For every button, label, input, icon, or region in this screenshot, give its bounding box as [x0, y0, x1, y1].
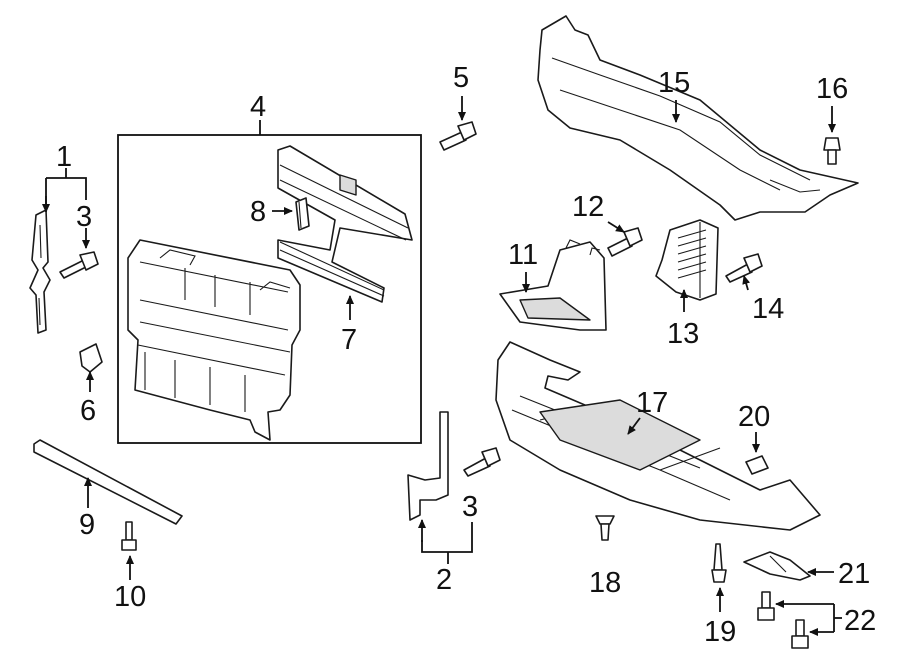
part-16-bolt [823, 137, 841, 165]
callout-17: 17 [636, 387, 668, 419]
part-3-bolt-center [463, 447, 501, 477]
callout-7: 7 [341, 324, 357, 356]
callout-14: 14 [752, 293, 784, 325]
callout-22: 22 [844, 605, 876, 637]
part-13-vent-housing [655, 219, 719, 301]
leader-2-bracket [421, 522, 473, 553]
callout-11: 11 [508, 239, 538, 271]
part-14-bolt [725, 253, 763, 283]
part-11-air-duct [499, 239, 607, 331]
callout-2: 2 [436, 564, 452, 596]
part-22-bolts [757, 591, 809, 649]
part-3-bolt-left [59, 251, 99, 279]
leader-14 [742, 275, 751, 291]
part-19-stud [711, 543, 727, 583]
callout-1: 1 [56, 141, 72, 173]
part-20-clip [745, 455, 769, 475]
callout-12: 12 [572, 191, 604, 223]
callout-3a: 3 [76, 201, 92, 233]
part-9-seal-strip [33, 439, 183, 525]
part-10-bolt [121, 521, 137, 551]
callout-6: 6 [80, 395, 96, 427]
part-21-bracket [743, 551, 811, 581]
part-7-shutter-blades [277, 145, 413, 303]
part-1-bracket [29, 209, 51, 334]
callout-21: 21 [838, 558, 870, 590]
assembly-box-4 [117, 134, 422, 444]
callout-20: 20 [738, 401, 770, 433]
part-2-bracket [407, 411, 449, 521]
part-15-upper-deflector [537, 15, 859, 221]
callout-16: 16 [816, 73, 848, 105]
part-6-nut [79, 343, 103, 373]
callout-15: 15 [658, 67, 690, 99]
part-8-clip [295, 197, 310, 231]
callout-5: 5 [453, 62, 469, 94]
callout-4: 4 [250, 91, 266, 123]
leader-12 [607, 221, 625, 233]
callout-19: 19 [704, 616, 736, 648]
part-18-push-rivet [595, 515, 615, 541]
callout-13: 13 [667, 318, 699, 350]
callout-8: 8 [250, 196, 266, 228]
part-4-shutter-frame [127, 239, 301, 441]
callout-9: 9 [79, 509, 95, 541]
callout-10: 10 [114, 581, 146, 613]
leader-17 [627, 417, 641, 435]
callout-18: 18 [589, 567, 621, 599]
part-12-bolt [607, 227, 643, 257]
part-5-bolt [439, 121, 477, 151]
part-17-underbody-shield [495, 341, 821, 531]
callout-3b: 3 [462, 491, 478, 523]
